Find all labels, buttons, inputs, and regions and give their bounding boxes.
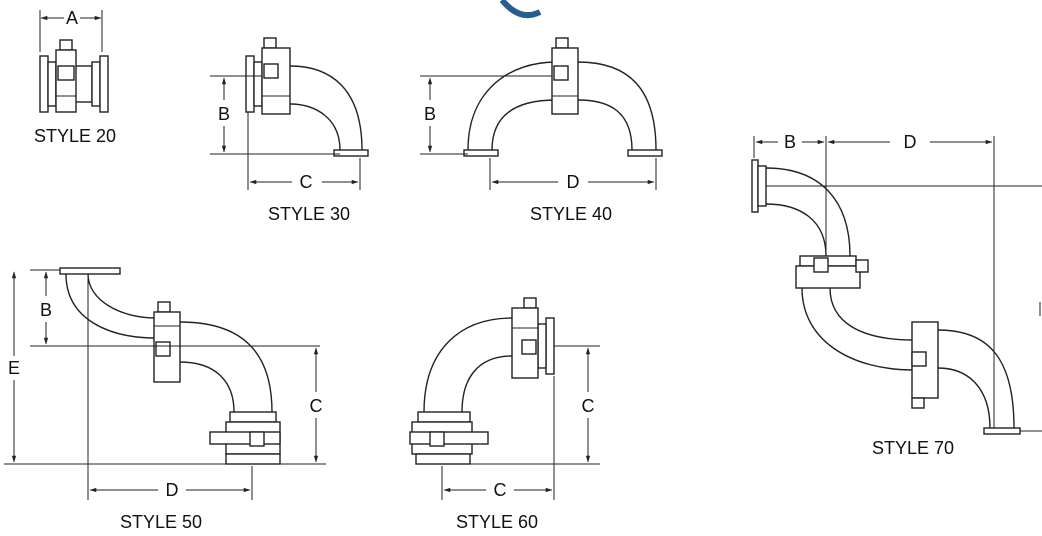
ferrule-right <box>537 317 555 375</box>
style-50-figure: B E C D STYLE 50 <box>4 267 326 532</box>
dimension-e: E <box>4 271 226 465</box>
ferrule-right <box>627 149 663 157</box>
dimension-b-label: B <box>218 104 230 124</box>
style-40-figure: B D STYLE 40 <box>420 37 663 224</box>
style-70-figure: B D STYLE 70 <box>751 132 1042 458</box>
ferrule-bottom <box>983 427 1021 435</box>
dimension-b: B <box>420 75 552 155</box>
title-fragment <box>499 0 542 18</box>
lower-bend-inner <box>937 367 991 429</box>
style-60-caption: STYLE 60 <box>456 512 538 531</box>
upper-bend-inner <box>765 203 827 257</box>
right-bend-outer <box>577 61 657 151</box>
elbow-outer <box>423 317 513 413</box>
ferrule-top <box>59 267 121 275</box>
middle-bend-inner <box>829 287 915 341</box>
dimension-d-label: D <box>166 480 179 500</box>
dimension-b-label: B <box>784 132 796 152</box>
style-30-caption: STYLE 30 <box>268 204 350 224</box>
dimension-d: D <box>827 132 995 428</box>
clamp-upper <box>795 255 869 289</box>
clamp <box>261 37 291 115</box>
dimension-b: B <box>30 269 320 347</box>
style-20-figure: A STYLE 20 <box>34 8 116 146</box>
dimension-d: D <box>489 158 657 192</box>
style-40-caption: STYLE 40 <box>530 204 612 224</box>
dimension-b: B <box>210 75 340 155</box>
dimension-c-label: C <box>310 396 323 416</box>
dimension-b-label: B <box>40 300 52 320</box>
ferrule-top <box>751 159 767 213</box>
upper-bend-outer <box>765 167 851 257</box>
elbow-inner <box>289 103 341 151</box>
dimension-e-label: E <box>8 358 20 378</box>
dimension-b: B <box>753 132 827 256</box>
right-bend-inner <box>577 99 633 151</box>
left-bend-outer <box>467 61 557 151</box>
style-50-caption: STYLE 50 <box>120 512 202 531</box>
dimension-c: C <box>280 347 326 465</box>
lower-bend-outer <box>937 329 1015 429</box>
clamp-bottom <box>209 411 281 465</box>
dimension-c-vertical: C <box>470 345 600 465</box>
ferrule-right <box>91 55 109 113</box>
dimension-c-horizontal: C <box>441 376 555 500</box>
clamp <box>511 297 539 379</box>
style-30-figure: B C STYLE 30 <box>210 37 369 224</box>
bottom-bend-inner <box>179 361 235 413</box>
bottom-bend-outer <box>179 321 273 413</box>
left-bend-inner <box>491 99 557 151</box>
dimension-d: D <box>87 278 253 500</box>
middle-bend-outer <box>801 287 915 371</box>
style-70-caption: STYLE 70 <box>872 438 954 458</box>
style-60-figure: C C STYLE 60 <box>409 297 600 532</box>
dimension-d-label: D <box>567 172 580 192</box>
dimension-a-label: A <box>66 8 78 28</box>
top-bend-outer <box>65 273 157 339</box>
ferrule-left <box>245 55 263 113</box>
clamp-mid <box>153 301 181 383</box>
clamp <box>551 37 579 115</box>
ferrule-left <box>463 149 499 157</box>
elbow-outer <box>289 65 363 151</box>
clamp <box>55 39 77 113</box>
ferrule-bottom <box>333 149 369 157</box>
top-bend-inner <box>87 273 157 319</box>
dimension-c-label: C <box>300 172 313 192</box>
dimension-d-label: D <box>904 132 917 152</box>
style-20-caption: STYLE 20 <box>34 126 116 146</box>
elbow-inner <box>461 355 513 413</box>
ferrule-left <box>39 55 57 113</box>
dimension-c-vertical-label: C <box>582 396 595 416</box>
dimension-b-label: B <box>424 104 436 124</box>
dimension-c: C <box>247 112 361 192</box>
clamp-lower <box>911 321 939 409</box>
clamp-bottom <box>409 411 489 465</box>
dimension-a: A <box>39 8 103 52</box>
dimension-extension-right <box>766 185 1042 432</box>
dimension-c-horizontal-label: C <box>494 480 507 500</box>
